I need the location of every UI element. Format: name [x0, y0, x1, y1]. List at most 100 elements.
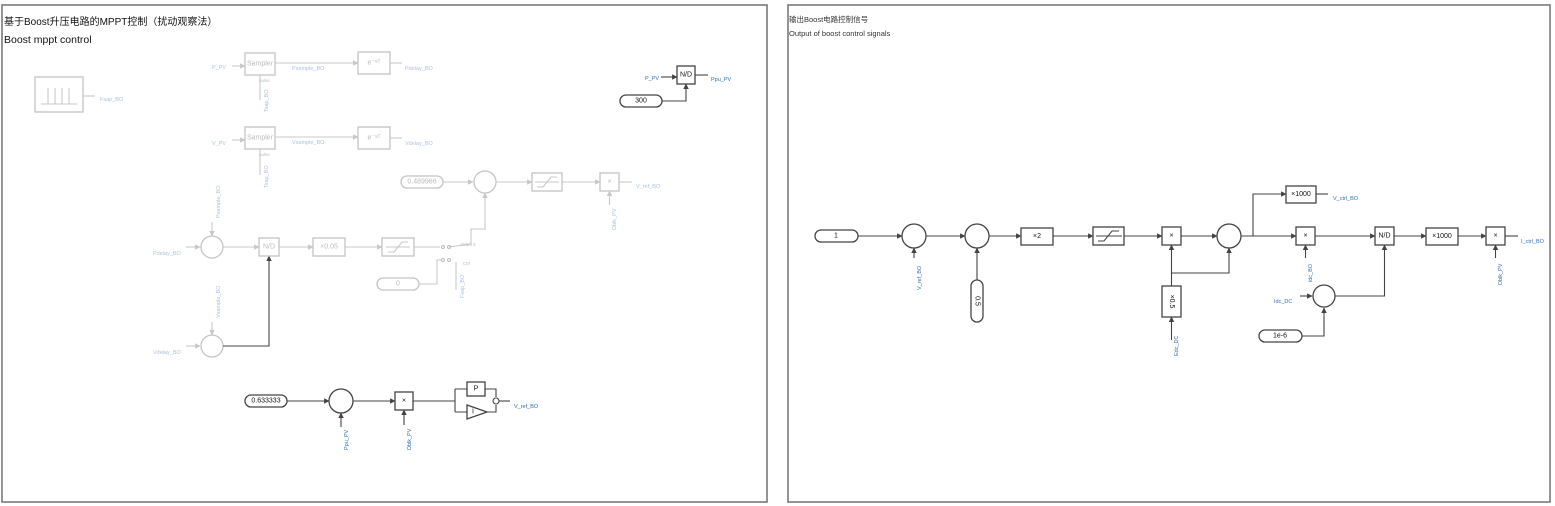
svg-text:×0.5: ×0.5 — [1168, 295, 1175, 309]
svg-text:×: × — [402, 398, 406, 405]
svg-text:0.5: 0.5 — [974, 296, 981, 306]
divide-faded-block[interactable]: N/D — [258, 237, 280, 257]
p-gain-block[interactable]: P — [466, 381, 486, 397]
gain-1000b-block[interactable]: ×1000 — [1425, 227, 1459, 246]
divide-norm-block[interactable]: N/D — [676, 65, 696, 85]
svg-text:×1000: ×1000 — [1291, 191, 1311, 198]
pi-sum-node — [492, 397, 500, 405]
sampler-v-block[interactable]: Sampler — [244, 126, 276, 150]
gain-x2-block[interactable]: ×2 — [1020, 227, 1054, 246]
saturation-right-block[interactable] — [1092, 226, 1125, 246]
sampler-p-block[interactable]: Sampler — [244, 52, 276, 76]
svg-text:N/D: N/D — [1378, 233, 1390, 240]
ppu-pv-in-label: Ppu_PV — [344, 429, 350, 450]
svg-text:×: × — [1169, 233, 1173, 240]
sum-v-circle[interactable] — [200, 334, 224, 358]
idc-dc-label: Idc_DC — [1274, 299, 1292, 305]
faded-pulse-generator[interactable] — [34, 76, 95, 113]
dblk-right-label: Dblk_PV — [1498, 263, 1504, 285]
svg-text:e⁻ˢᵀ: e⁻ˢᵀ — [368, 60, 381, 67]
dblk-in-label: Dblk_PV — [407, 428, 413, 450]
delay-p-block[interactable]: e⁻ˢᵀ — [357, 51, 391, 75]
svg-text:1: 1 — [834, 233, 838, 240]
sum-r1-circle[interactable] — [901, 223, 927, 249]
const-one-block[interactable]: 1 — [814, 229, 859, 243]
svg-text:×: × — [607, 179, 611, 186]
sum-vref-circle[interactable] — [473, 170, 497, 194]
sum-idc-circle[interactable] — [1312, 284, 1336, 308]
delay-v-block[interactable]: e⁻ˢᵀ — [357, 126, 391, 150]
vdelay-label: Vdelay_BO — [405, 141, 434, 147]
divide-r-block[interactable]: N/D — [1374, 226, 1395, 246]
right-panel-title: 输出Boost电路控制信号 — [789, 14, 868, 24]
i-integrator-block[interactable]: I — [466, 404, 489, 420]
svg-text:0.489966: 0.489966 — [407, 179, 436, 186]
p-pv-label: P_PV — [645, 76, 659, 82]
svg-text:×: × — [1493, 233, 1497, 240]
v-ref-bo-label: V_ref_BO — [514, 404, 539, 410]
pdelay-label: Pdelay_BO — [405, 66, 434, 72]
multiply-r1-block[interactable]: × — [1161, 226, 1182, 246]
svg-text:300: 300 — [635, 98, 647, 105]
fsap-sw-label: Fsap_BO — [460, 274, 466, 298]
v-pv-input-label: V_PV — [212, 141, 226, 147]
i-ctrl-label: I_ctrl_BO — [1521, 239, 1545, 245]
svg-text:0: 0 — [396, 281, 400, 288]
dblk-faded-label: Dblk_PV — [612, 208, 618, 230]
pulse-label-1: pulse — [259, 78, 270, 83]
svg-text:Sampler: Sampler — [247, 61, 274, 68]
sum-r2-circle[interactable] — [964, 223, 990, 249]
svg-text:N/D: N/D — [263, 244, 275, 251]
switch-ctrl-label: Ctrl≥0.5 — [460, 242, 476, 247]
pulse-label-2: pulse — [259, 152, 270, 157]
pdelay-in-label: Pdelay_BO — [153, 251, 182, 257]
right-panel-frame — [787, 4, 1551, 503]
svg-text:×2: ×2 — [1033, 233, 1041, 240]
multiply-r2-block[interactable]: × — [1295, 226, 1316, 246]
edc-label: Edc_DC — [1174, 335, 1180, 356]
const-1e6-block[interactable]: 1e-6 — [1258, 329, 1303, 343]
const-0633333-block[interactable]: 0.633333 — [244, 394, 288, 408]
switch-block[interactable] — [441, 243, 472, 262]
fsap-label: Fsap_BO — [100, 97, 124, 103]
multiply-r3-block[interactable]: × — [1485, 226, 1506, 246]
sum-r3-circle[interactable] — [1216, 223, 1242, 249]
svg-text:×: × — [1303, 233, 1307, 240]
v-ref-out-label: V_ref_BO — [636, 184, 661, 190]
const-zero-block[interactable]: 0 — [376, 277, 420, 291]
right-panel-subtitle: Output of boost control signals — [789, 29, 891, 38]
v-ref-in-label: V_ref_BO — [917, 265, 923, 290]
sum-p-circle[interactable] — [200, 235, 224, 259]
ppu-pv-label: Ppu_PV — [711, 77, 732, 83]
vdelay-in-label: Vdelay_BO — [153, 350, 182, 356]
const-0489966-block[interactable]: 0.489966 — [400, 175, 444, 189]
svg-text:×0.05: ×0.05 — [320, 244, 338, 251]
left-panel-title: 基于Boost升压电路的MPPT控制（扰动观察法） — [4, 15, 217, 28]
gain-half-block[interactable]: ×0.5 — [1161, 285, 1182, 318]
idc-bo-label: idc_BO — [1308, 263, 1314, 282]
sum-bottom-circle[interactable] — [328, 388, 354, 414]
svg-text:N/D: N/D — [680, 72, 692, 79]
gain-005-block[interactable]: ×0.05 — [312, 237, 346, 257]
saturation-top-block[interactable] — [531, 172, 563, 192]
psample-v-label: Psample_BO — [216, 185, 222, 218]
svg-text:×1000: ×1000 — [1432, 233, 1452, 240]
svg-text:I: I — [472, 409, 474, 416]
multiply-bottom-block[interactable]: × — [394, 391, 414, 411]
gain-1000a-block[interactable]: ×1000 — [1285, 185, 1317, 204]
psample-label: Psample_BO — [292, 66, 325, 72]
vsample-label: Vsample_BO — [292, 140, 325, 146]
multiply-faded-block[interactable]: × — [599, 172, 620, 192]
v-ctrl-label: V_ctrl_BO — [1333, 196, 1359, 202]
left-panel-subtitle: Boost mppt control — [4, 34, 92, 46]
const-300-block[interactable]: 300 — [619, 94, 663, 108]
tsap-label-1: Tsap_BO — [264, 89, 270, 112]
switch-ctrl-text: Ctrl — [463, 261, 470, 266]
p-pv-input-label: P_PV — [212, 65, 226, 71]
svg-text:1e-6: 1e-6 — [1273, 333, 1287, 340]
vsample-v-label: Vsample_BO — [216, 285, 222, 318]
svg-text:Sampler: Sampler — [247, 135, 274, 142]
saturation-faded-block[interactable] — [381, 237, 415, 257]
const-half-block[interactable]: 0.5 — [970, 279, 984, 323]
